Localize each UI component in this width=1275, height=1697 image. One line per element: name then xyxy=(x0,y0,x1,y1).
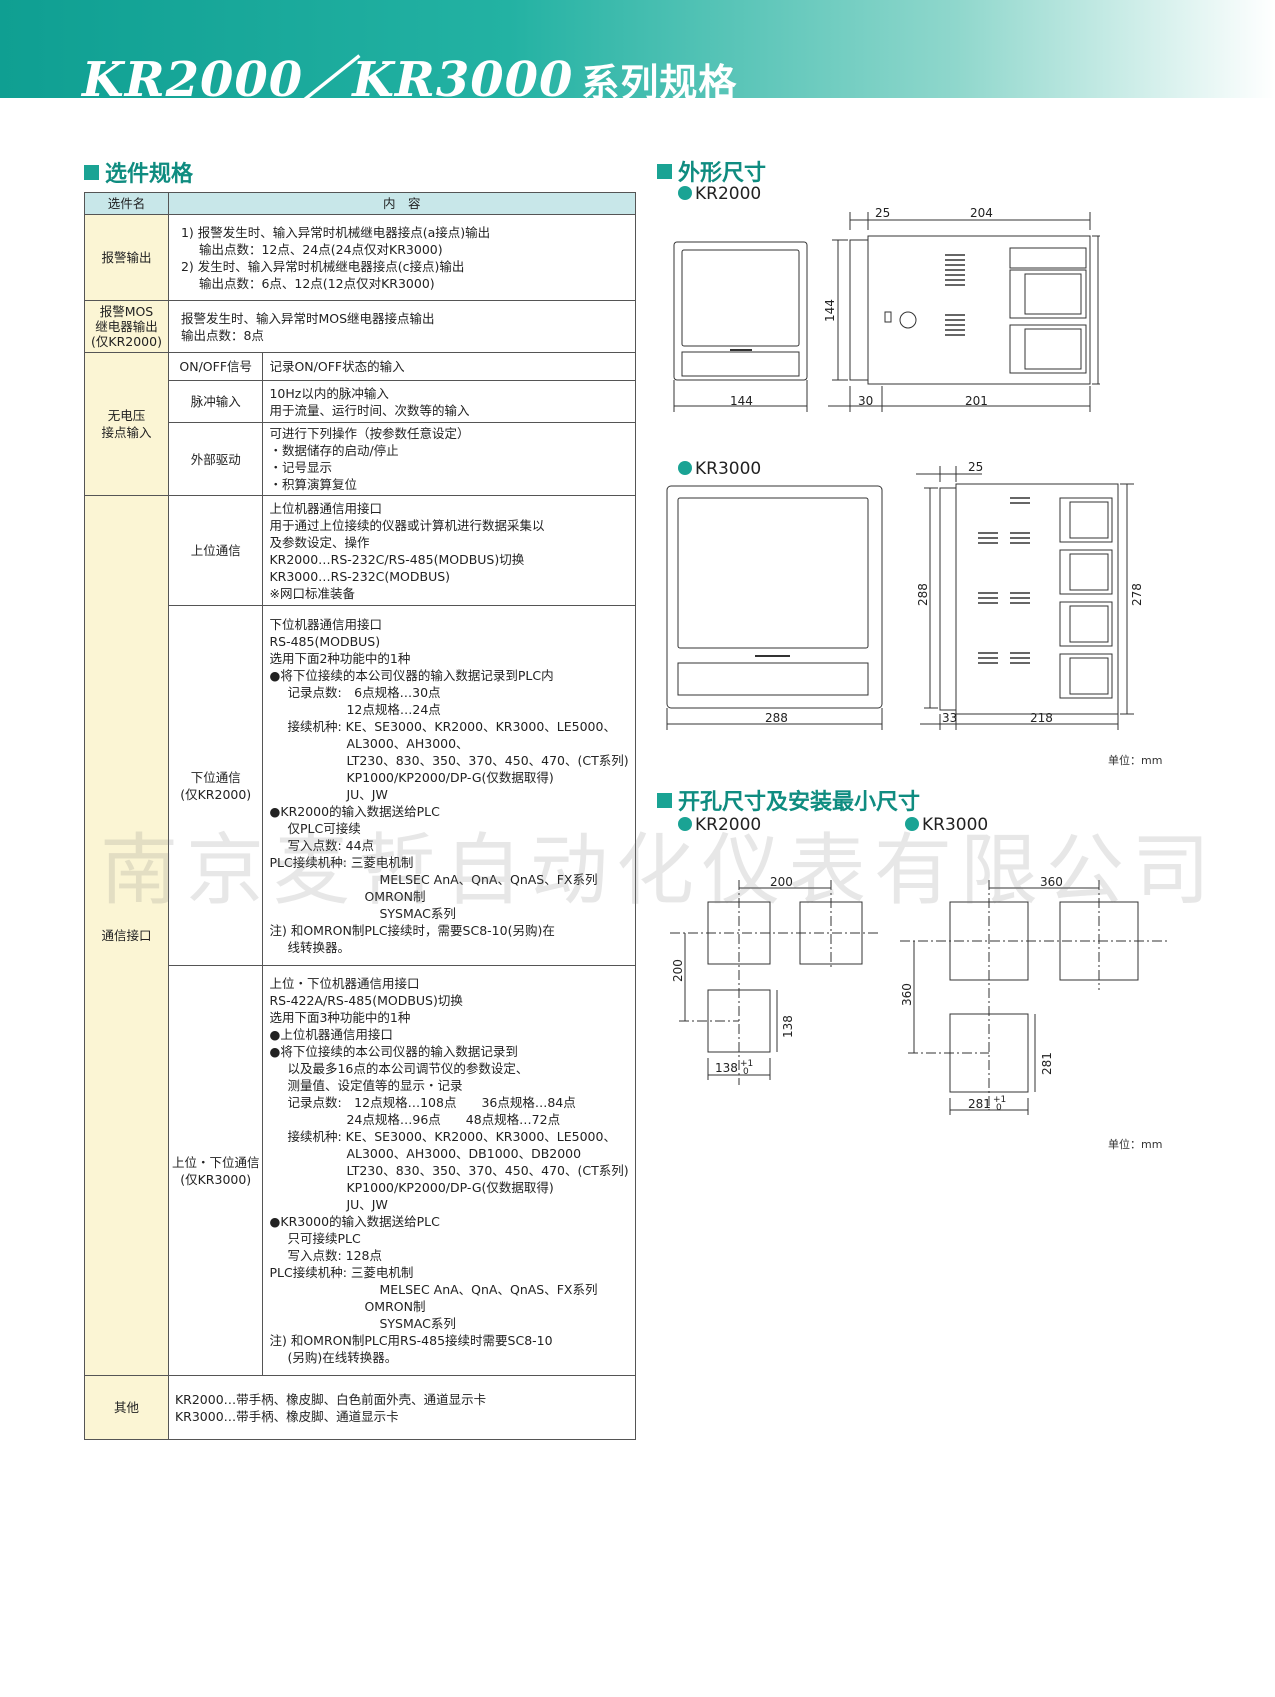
sub-pulse: 脉冲输入 xyxy=(167,380,264,423)
sub-onoff: ON/OFF信号 xyxy=(167,352,264,381)
cut3-360h: 360 xyxy=(1040,875,1063,889)
kr2000-dims-label: KR2000 xyxy=(678,184,761,204)
row-alarm-name: 报警输出 xyxy=(84,214,169,301)
bullet-icon xyxy=(678,461,692,475)
cut-200h: 200 xyxy=(770,875,793,889)
dim3-288h: 288 xyxy=(916,583,930,606)
row-comm-name: 通信接口 xyxy=(84,495,169,1376)
sub-both: 上位・下位通信 (仅KR3000) xyxy=(167,965,264,1376)
kr3000-cutout-label: KR3000 xyxy=(905,815,988,835)
row-mos-content: 报警发生时、输入异常时MOS继电器接点输出 输出点数：8点 xyxy=(167,300,636,353)
bullet-icon xyxy=(678,186,692,200)
watermark-text: 南京麦哲自动化仪表有限公司 xyxy=(100,826,1219,916)
dim-144w: 144 xyxy=(730,394,753,408)
dim3-25: 25 xyxy=(968,460,983,474)
kr2000-cutout-label: KR2000 xyxy=(678,815,761,835)
sub-lower: 下位通信 (仅KR2000) xyxy=(167,605,264,966)
bullet-icon xyxy=(905,817,919,831)
row-dry-name: 无电压 接点输入 xyxy=(84,352,169,496)
options-spec-table: 选件名 内 容 报警输出 1) 报警发生时、输入异常时机械继电器接点(a接点)输… xyxy=(84,192,636,1440)
sub-ext: 外部驱动 xyxy=(167,422,264,496)
sub-lower-content: 下位机器通信用接口 RS-485(MODBUS) 选用下面2种功能中的1种 ●将… xyxy=(262,605,636,966)
dim3-218: 218 xyxy=(1030,711,1053,725)
sub-ext-content: 可进行下列操作（按参数任意设定） ・数据储存的启动/停止 ・记号显示 ・积算演算… xyxy=(262,422,636,496)
dim-201: 201 xyxy=(965,394,988,408)
cut-138: 138 xyxy=(715,1061,738,1075)
bullet-icon xyxy=(678,817,692,831)
row-other-content: KR2000…带手柄、橡皮脚、白色前面外壳、通道显示卡 KR3000…带手柄、橡… xyxy=(167,1375,636,1440)
sub-both-content: 上位・下位机器通信用接口 RS-422A/RS-485(MODBUS)切换 选用… xyxy=(262,965,636,1376)
cut3-281: 281 xyxy=(968,1097,991,1111)
sub-upper: 上位通信 xyxy=(167,495,264,606)
cutout-unit: 单位：mm xyxy=(1108,1138,1163,1151)
options-section-title: 选件规格 xyxy=(84,156,193,188)
dim3-288w: 288 xyxy=(765,711,788,725)
row-other-name: 其他 xyxy=(84,1375,169,1440)
cutout-section-title: 开孔尺寸及安装最小尺寸 xyxy=(657,784,920,816)
row-mos-name: 报警MOS 继电器输出 (仅KR2000) xyxy=(84,300,169,353)
dim-25: 25 xyxy=(875,206,890,220)
cut3-360v: 360 xyxy=(900,983,914,1006)
dim3-33: 33 xyxy=(942,711,957,725)
kr3000-cutout-drawing: 360 360 281 +1 0 281 xyxy=(900,875,1170,1115)
sub-upper-content: 上位机器通信用接口 用于通过上位接续的仪器或计算机进行数据采集以 及参数设定、操… xyxy=(262,495,636,606)
col-header-content: 内 容 xyxy=(167,192,636,215)
dim-204: 204 xyxy=(970,206,993,220)
dim3-278: 278 xyxy=(1130,583,1144,606)
dim-30: 30 xyxy=(858,394,873,408)
cut-200v: 200 xyxy=(671,959,685,982)
kr2000-outline-drawing: 25 204 144 30 201 144 137 xyxy=(673,206,1100,412)
sub-pulse-content: 10Hz以内的脉冲输入 用于流量、运行时间、次数等的输入 xyxy=(262,380,636,423)
cut3-281-tol: +1 xyxy=(993,1095,1006,1105)
cut-138-tol0: 0 xyxy=(743,1067,749,1077)
sub-onoff-content: 记录ON/OFF状态的输入 xyxy=(262,352,636,381)
kr3000-dims-label: KR3000 xyxy=(678,459,761,479)
dim-144h: 144 xyxy=(823,299,837,322)
col-header-name: 选件名 xyxy=(84,192,169,215)
dims-unit: 单位：mm xyxy=(1108,754,1163,767)
kr3000-outline-drawing: 25 288 33 218 288 278 xyxy=(666,460,1144,730)
cut3-281-tol0: 0 xyxy=(996,1103,1002,1113)
dims-section-title: 外形尺寸 xyxy=(657,155,766,187)
cut-138-tol: +1 xyxy=(740,1059,753,1069)
row-alarm-content: 1) 报警发生时、输入异常时机械继电器接点(a接点)输出 输出点数：12点、24… xyxy=(167,214,636,301)
kr2000-cutout-drawing: 200 200 138 +1 0 138 xyxy=(670,875,880,1085)
cut-138v: 138 xyxy=(781,1015,795,1038)
cut3-281v: 281 xyxy=(1040,1052,1054,1075)
